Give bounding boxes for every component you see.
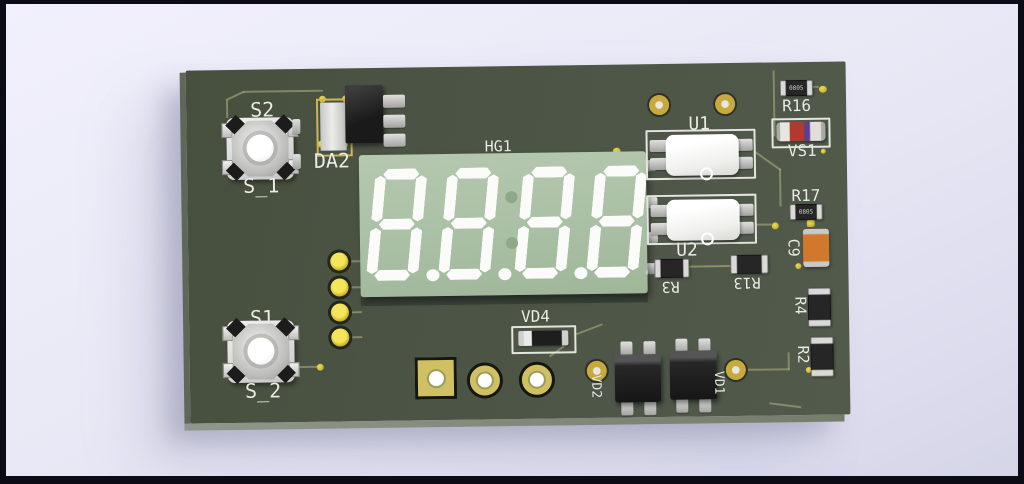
silkscreen-label-r3: R3	[661, 277, 680, 296]
smd-pad	[292, 154, 301, 170]
silkscreen-label-r13: R13	[733, 273, 761, 292]
smd-pad	[292, 119, 301, 135]
colon-dot	[505, 191, 518, 204]
copper-trace	[350, 336, 363, 339]
seven-seg-display-hg1	[358, 151, 648, 298]
resistor-r3	[654, 258, 690, 279]
via	[818, 85, 827, 93]
seven-seg-digit	[586, 165, 648, 278]
regulator-lead	[383, 133, 406, 147]
copper-trace	[689, 265, 732, 268]
copper-trace	[778, 168, 782, 207]
resistor-r17: 0805	[789, 203, 823, 221]
colon-dot	[505, 237, 519, 250]
transistor-pin	[676, 398, 689, 413]
copper-trace	[769, 402, 802, 409]
connector-pad-round	[518, 361, 556, 398]
test-pad	[330, 303, 350, 322]
copper-trace	[225, 100, 229, 119]
copper-trace	[755, 223, 772, 226]
tact-switch-s1	[222, 317, 300, 385]
via	[806, 219, 815, 227]
through-hole-pad	[648, 94, 670, 116]
copper-trace	[225, 90, 245, 101]
resistor-r2	[810, 336, 834, 377]
silkscreen-label-da2: DA2	[313, 148, 351, 173]
test-pad	[331, 328, 350, 347]
copper-trace	[754, 150, 782, 171]
decimal-point	[498, 268, 512, 281]
via	[316, 363, 324, 371]
tact-switch-s2	[221, 114, 300, 182]
silkscreen-label-c9: C9	[784, 238, 803, 257]
silkscreen-label-s2-pad: S_2	[244, 378, 282, 403]
through-hole-pad	[714, 93, 736, 115]
switch-plunger	[246, 337, 275, 365]
switch-plunger	[245, 134, 274, 162]
through-hole-pad	[725, 359, 746, 381]
transistor-body-vd1	[669, 350, 718, 400]
resistor-r13	[730, 254, 769, 275]
regulator-lead	[382, 94, 406, 108]
transistor-pin	[621, 401, 634, 416]
transistor-pin	[699, 398, 712, 413]
copper-trace	[242, 89, 323, 93]
resistor-r16: 0805	[779, 79, 813, 97]
copper-trace	[787, 352, 790, 371]
pcb-board: S2 S_1 DA2 HG1	[185, 61, 851, 424]
silkscreen-label-r2: R2	[793, 345, 813, 364]
silkscreen-label-r17: R17	[791, 185, 821, 206]
regulator-body-da2	[344, 84, 384, 144]
connector-pad-square	[414, 356, 458, 400]
resistor-r4	[807, 287, 832, 327]
test-pad	[330, 252, 349, 271]
copper-trace	[575, 323, 603, 336]
silkscreen-label-vd2: VD2	[588, 374, 604, 399]
silkscreen-label-vs1: VS1	[787, 140, 817, 161]
silkscreen-label-vd1: VD1	[711, 370, 727, 395]
diode-body-vd4	[518, 330, 569, 347]
melf-diode-vs1	[776, 121, 826, 142]
connector-pad-round	[466, 362, 504, 399]
via	[771, 222, 779, 230]
capacitor-c9	[802, 228, 830, 268]
via	[820, 148, 826, 154]
test-pad	[330, 278, 349, 297]
silkscreen-label-s1-pad: S_1	[243, 173, 280, 198]
silkscreen-label-vd4: VD4	[520, 306, 551, 326]
seven-seg-digit	[514, 166, 576, 279]
silkscreen-label-u2: U2	[675, 239, 698, 261]
silkscreen-label-r4: R4	[791, 296, 810, 315]
resistor-marking: 0805	[789, 84, 804, 92]
pin1-notch	[700, 232, 715, 246]
transistor-pin	[644, 401, 657, 416]
resistor-marking: 0805	[798, 208, 814, 216]
via	[795, 263, 802, 270]
seven-seg-face	[359, 151, 648, 297]
silkscreen-label-r16: R16	[781, 95, 812, 116]
copper-trace	[747, 368, 790, 371]
copper-trace	[349, 311, 362, 314]
seven-seg-digit	[366, 168, 428, 281]
regulator-lead	[383, 114, 406, 128]
seven-seg-digit	[438, 167, 500, 280]
transistor-body-vd2	[614, 354, 662, 403]
regulator-tab	[320, 102, 347, 151]
